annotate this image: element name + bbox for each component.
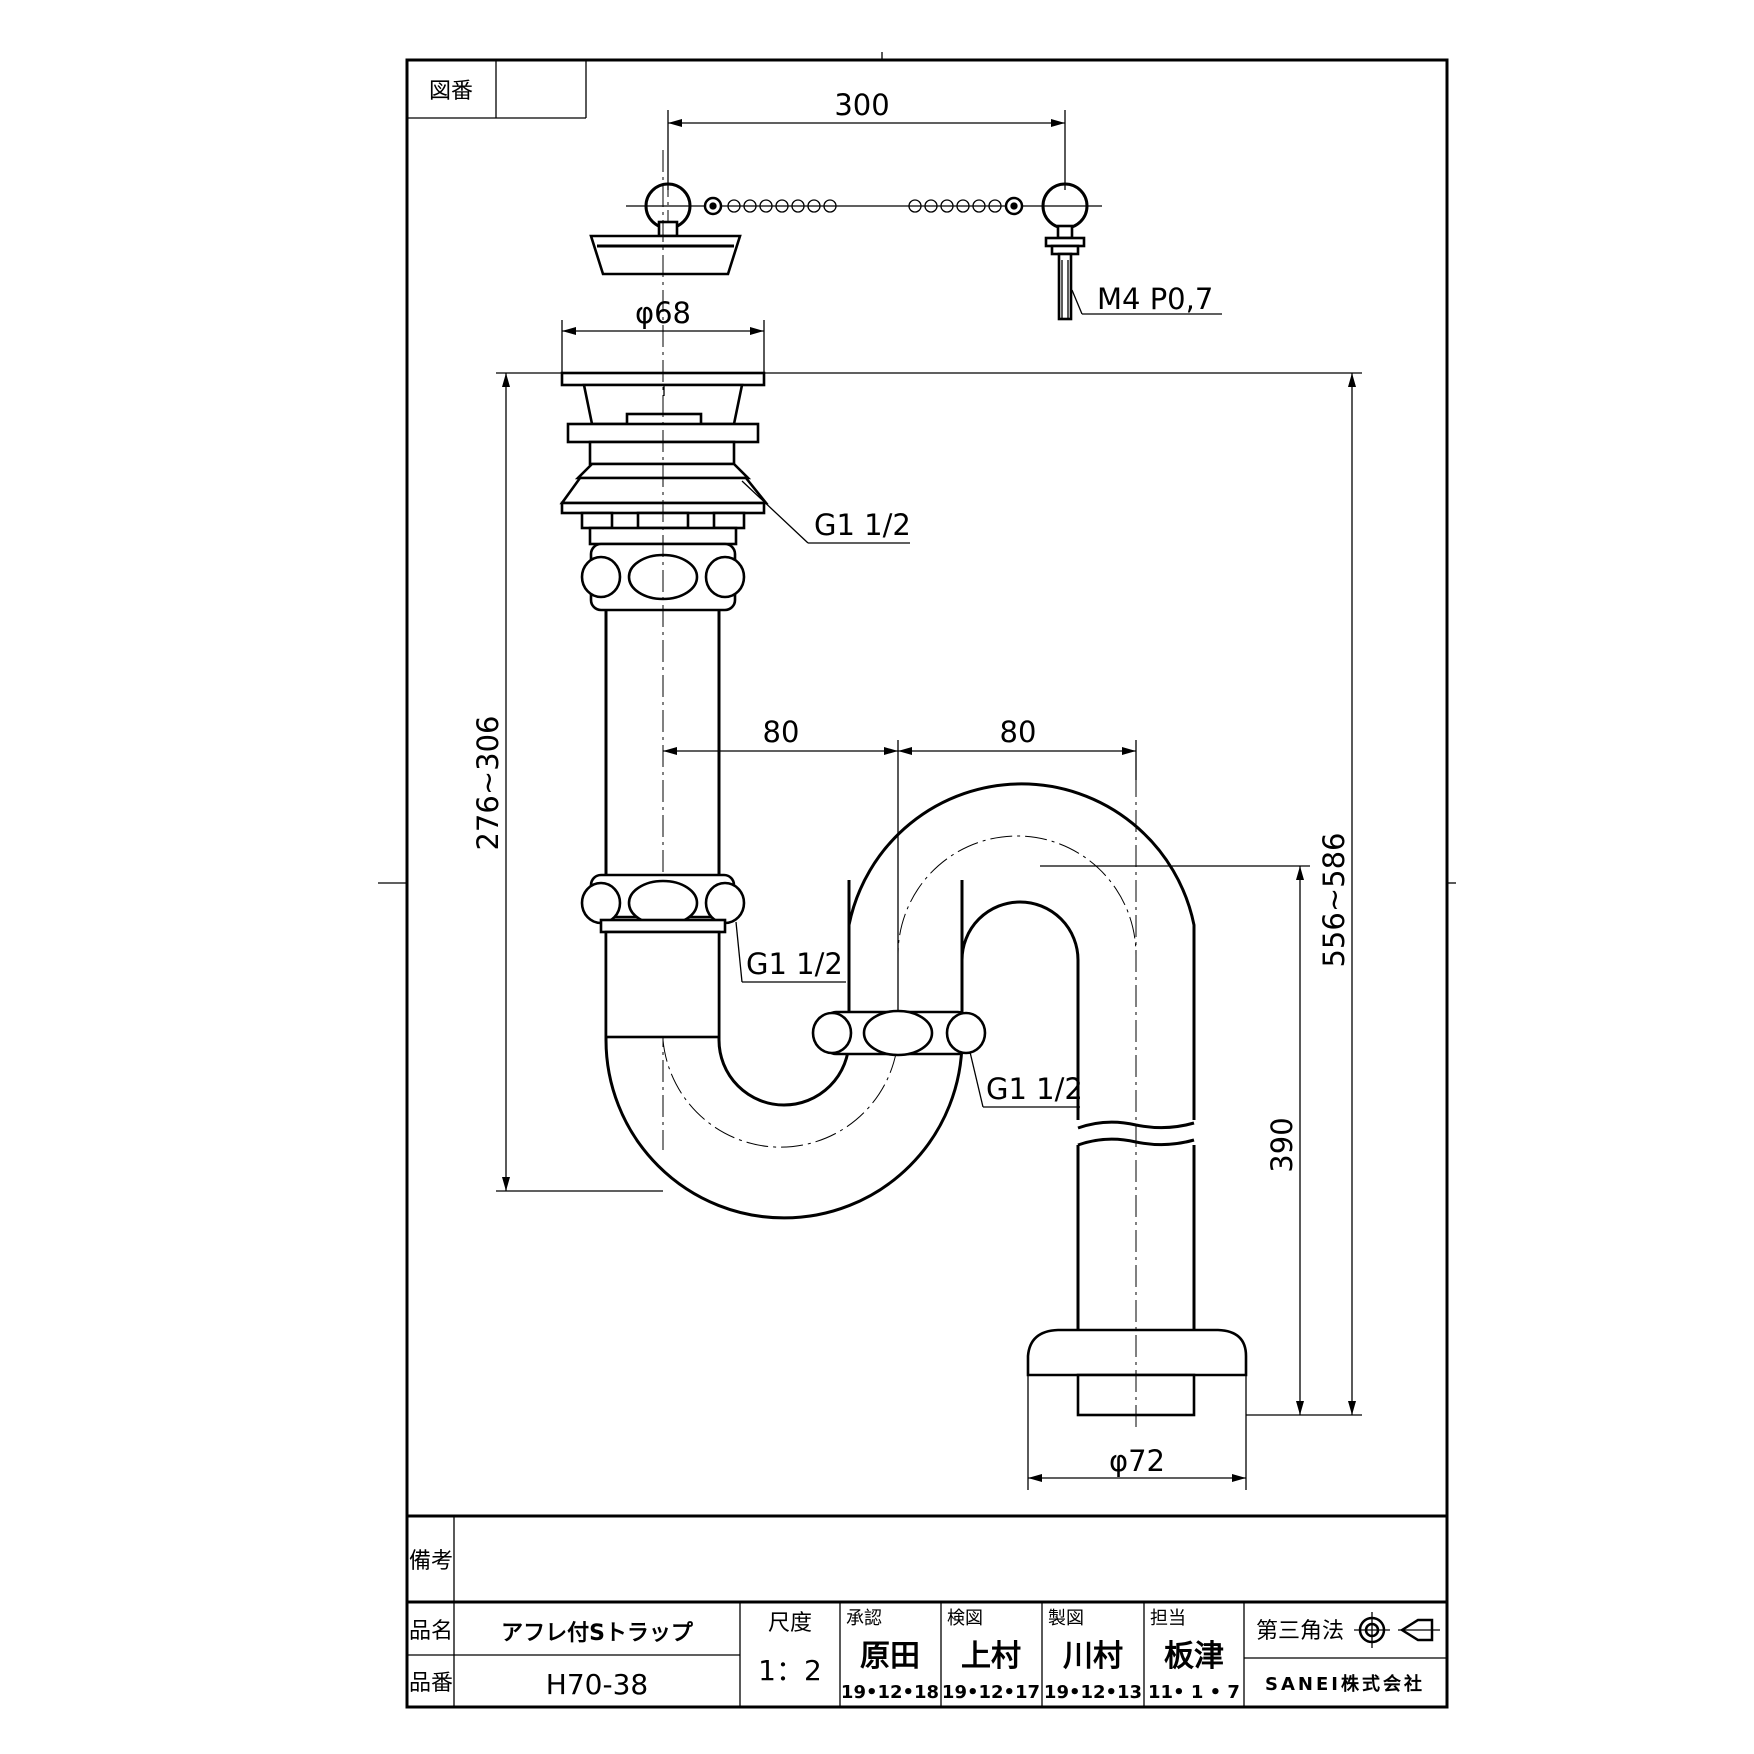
outlet-diameter-value: φ72: [1109, 1444, 1165, 1478]
drawing-number-label: 図番: [429, 79, 473, 104]
drawn-label: 製図: [1048, 1608, 1084, 1629]
scale-value: 1：2: [758, 1654, 822, 1687]
third-angle-projection-icon: [1354, 1612, 1440, 1648]
total-height-value: 556~586: [1317, 832, 1351, 967]
dimension-outlet-height: 390: [1040, 865, 1310, 1415]
drawing-frame: [405, 58, 1449, 1709]
checked-label: 検図: [947, 1608, 983, 1629]
scale-label: 尺度: [768, 1611, 812, 1636]
stopper-chain: [589, 175, 1102, 321]
charge-name: 板津: [1164, 1639, 1224, 1674]
outlet-height-value: 390: [1265, 1117, 1299, 1172]
drain-fitting: [559, 371, 769, 612]
charge-label: 担当: [1150, 1608, 1186, 1629]
left-slip-joint: [580, 873, 746, 1039]
dimension-outlet-diameter: φ72: [1027, 1375, 1247, 1490]
approved-date: 19•12•18: [841, 1682, 939, 1703]
remarks-label: 備考: [409, 1549, 453, 1574]
dimension-middle-thread: G1 1/2: [735, 921, 846, 983]
title-block: 備考 品名 アフレ付Sトラップ 品番 H70-38 尺度 1：2 承認 原田 1…: [407, 1514, 1447, 1707]
product-number: H70-38: [546, 1668, 648, 1701]
checked-name: 上村: [961, 1639, 1021, 1674]
stopper-thread-value: M4 P0,7: [1097, 282, 1213, 316]
offset-left-value: 80: [763, 715, 800, 749]
middle-slip-joint: [811, 1009, 987, 1057]
drawing-number-box: 図番: [407, 60, 587, 119]
offset-right-value: 80: [1000, 715, 1037, 749]
charge-date: 11• 1 • 7: [1148, 1682, 1240, 1703]
adjustable-height-value: 276~306: [471, 715, 505, 850]
dimension-upper-thread: G1 1/2: [741, 480, 911, 544]
middle-thread-value: G1 1/2: [746, 947, 843, 981]
name-label: 品名: [409, 1619, 453, 1644]
company-name: SANEI株式会社: [1265, 1673, 1425, 1695]
number-label: 品番: [409, 1671, 453, 1696]
upper-thread-value: G1 1/2: [814, 508, 911, 542]
dimension-stopper-thread: M4 P0,7: [1071, 282, 1222, 316]
approved-name: 原田: [860, 1639, 920, 1674]
dimension-offsets: 80 80: [663, 715, 1137, 1012]
dimension-adjustable-height: 276~306: [471, 372, 663, 1192]
approved-label: 承認: [846, 1608, 882, 1629]
dimension-lower-thread: G1 1/2: [969, 1051, 1083, 1108]
trap-body: [604, 150, 1248, 1430]
product-name: アフレ付Sトラップ: [501, 1621, 694, 1646]
checked-date: 19•12•17: [942, 1682, 1040, 1703]
lower-thread-value: G1 1/2: [986, 1072, 1083, 1106]
dimension-chain-length: 300: [667, 88, 1066, 190]
drawn-name: 川村: [1063, 1639, 1123, 1674]
dimension-total-height: 556~586: [764, 372, 1362, 1416]
projection-label: 第三角法: [1256, 1619, 1344, 1644]
drawn-date: 19•12•13: [1044, 1682, 1142, 1703]
chain-length-value: 300: [834, 88, 889, 122]
